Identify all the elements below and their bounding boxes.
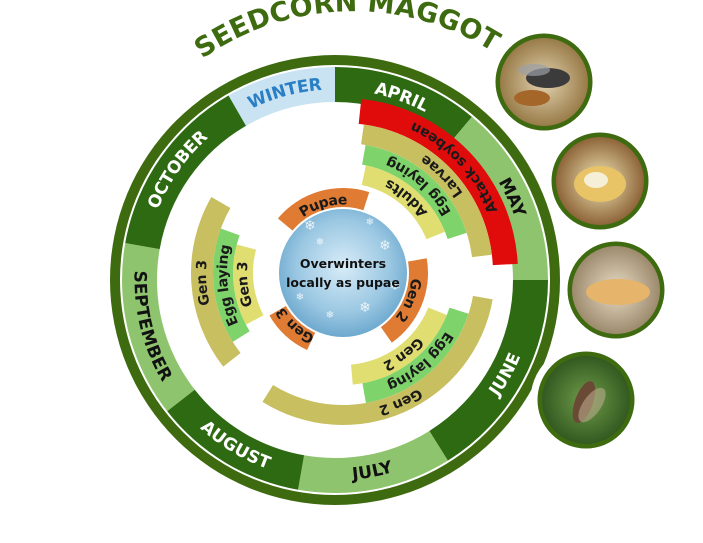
snowflake-icons: ❄❄❄❄❄❄❄❄ xyxy=(296,217,401,321)
snowflake-icon: ❄ xyxy=(304,218,316,234)
photo-larva-in-seed xyxy=(544,125,656,237)
snowflake-icon: ❄ xyxy=(296,292,304,303)
snowflake-icon: ❄ xyxy=(316,237,324,248)
photo-pupa xyxy=(560,234,672,346)
pupa-icon xyxy=(586,279,650,305)
snowflake-icon: ❄ xyxy=(379,238,391,254)
larva-icon xyxy=(584,172,608,188)
photo-adult-fly-on-leaf xyxy=(530,344,642,456)
snowflake-icon: ❄ xyxy=(389,278,401,294)
month-segment-winter xyxy=(228,67,335,126)
month-segment-september xyxy=(121,243,195,412)
photo-adult-fly-on-seed xyxy=(488,26,600,138)
month-segment-august xyxy=(167,389,305,490)
month-segment-july xyxy=(298,430,448,493)
snowflake-icon: ❄ xyxy=(366,217,374,228)
month-segment-october xyxy=(125,95,246,250)
month-segment-april xyxy=(335,67,472,144)
center-text-line-1: Overwinters xyxy=(300,256,386,271)
stage-arc-gen-3: Gen 3 xyxy=(233,244,264,325)
stage-arc-gen-3: Gen 3 xyxy=(190,197,241,367)
month-segment-june xyxy=(429,280,548,461)
center-text-line-2: locally as pupae xyxy=(286,275,400,290)
snowflake-icon: ❄ xyxy=(326,310,334,321)
center-circle xyxy=(277,207,409,339)
snowflake-icon: ❄ xyxy=(359,300,371,316)
diagram-title: SEEDCORN MAGGOT xyxy=(189,0,505,65)
seed-shape xyxy=(514,90,550,106)
stage-label: Gen 3 xyxy=(194,260,214,307)
